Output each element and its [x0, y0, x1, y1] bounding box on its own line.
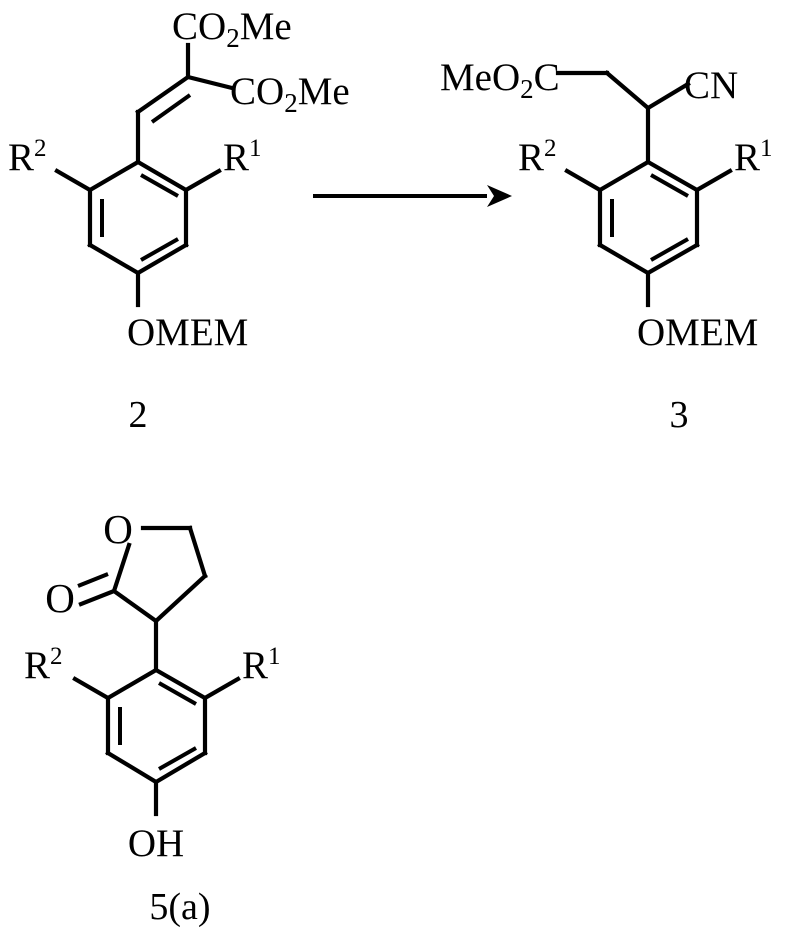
ring-bond-6	[135, 159, 189, 193]
ring-inner-bond-1	[650, 173, 689, 198]
ring-to-r2-bond	[564, 168, 603, 193]
ring-bond-1	[87, 159, 141, 193]
omem-label-compound-2: OMEM	[127, 311, 248, 354]
lactone-ring-oxygen-label: O	[103, 506, 133, 552]
ester-label-top: CO2Me	[172, 5, 292, 53]
r2-label-compound-5a: R2	[24, 643, 63, 687]
ring-bond-3	[597, 242, 651, 276]
ring-bond-6	[153, 667, 208, 701]
ring-bond-1	[597, 159, 651, 193]
benzene-ring-compound-5a	[105, 667, 208, 785]
carbonyl-bond-inner	[77, 572, 109, 588]
compound-number-5a: 5(a)	[149, 886, 210, 928]
ring-inner-bond-1	[140, 173, 179, 198]
bond-ch-to-nitrile	[645, 81, 691, 111]
structure-compound-3	[555, 70, 733, 308]
bond-ch-to-ch2	[604, 70, 651, 111]
ring-inner-bond-3	[140, 237, 179, 262]
ring-to-r1-bond	[202, 676, 241, 701]
r1-label-compound-2: R1	[223, 135, 262, 179]
bond-to-ester-right	[185, 74, 235, 91]
ring-to-r2-bond	[54, 168, 93, 193]
lactone-bond-c5-c4	[187, 525, 208, 579]
gamma-butyrolactone-ring	[77, 525, 208, 624]
ring-bond-3	[87, 242, 141, 276]
compound-number-3: 3	[670, 394, 689, 436]
ring-inner-bond-1	[158, 681, 197, 706]
structure-compound-5a	[72, 525, 241, 817]
r2-label-compound-3: R2	[518, 135, 557, 179]
ring-inner-bond-3	[158, 746, 197, 771]
ring-bond-3	[105, 750, 159, 785]
ring-bond-4	[135, 242, 189, 276]
carbonyl-bond-outer	[78, 588, 117, 607]
vinyl-double-bond-inner	[150, 93, 192, 124]
lactone-bond-c3-c2	[111, 588, 159, 624]
compound-number-2: 2	[129, 394, 148, 436]
omem-label-compound-3: OMEM	[637, 311, 758, 354]
ring-to-r2-bond	[72, 676, 111, 701]
r1-label-compound-3: R1	[734, 135, 773, 179]
ring-bond-1	[105, 667, 159, 701]
reaction-arrow-head	[487, 185, 512, 207]
ring-bond-6	[645, 159, 700, 193]
ring-bond-4	[645, 242, 700, 276]
methyl-ester-label-compound-3: MeO2C	[440, 56, 560, 104]
ring-to-r1-bond	[694, 168, 733, 193]
structure-compound-2	[54, 42, 235, 308]
lactone-carbonyl-oxygen-label: O	[45, 575, 75, 621]
lactone-bond-c4-c3	[153, 573, 208, 624]
r1-label-compound-5a: R1	[242, 643, 281, 687]
ester-label-right: CO2Me	[230, 70, 350, 118]
ring-bond-4	[153, 750, 208, 785]
lactone-bond-c2-o1	[111, 542, 132, 594]
hydroxyl-label-compound-5a: OH	[128, 822, 184, 865]
benzene-ring-compound-3	[597, 159, 700, 276]
reaction-arrow	[313, 185, 512, 207]
ring-inner-bond-3	[650, 237, 689, 262]
nitrile-label-compound-3: CN	[684, 64, 738, 107]
ring-to-r1-bond	[183, 168, 222, 193]
r2-label-compound-2: R2	[8, 135, 47, 179]
vinyl-double-bond-outer	[135, 74, 191, 115]
benzene-ring-compound-2	[87, 159, 189, 276]
